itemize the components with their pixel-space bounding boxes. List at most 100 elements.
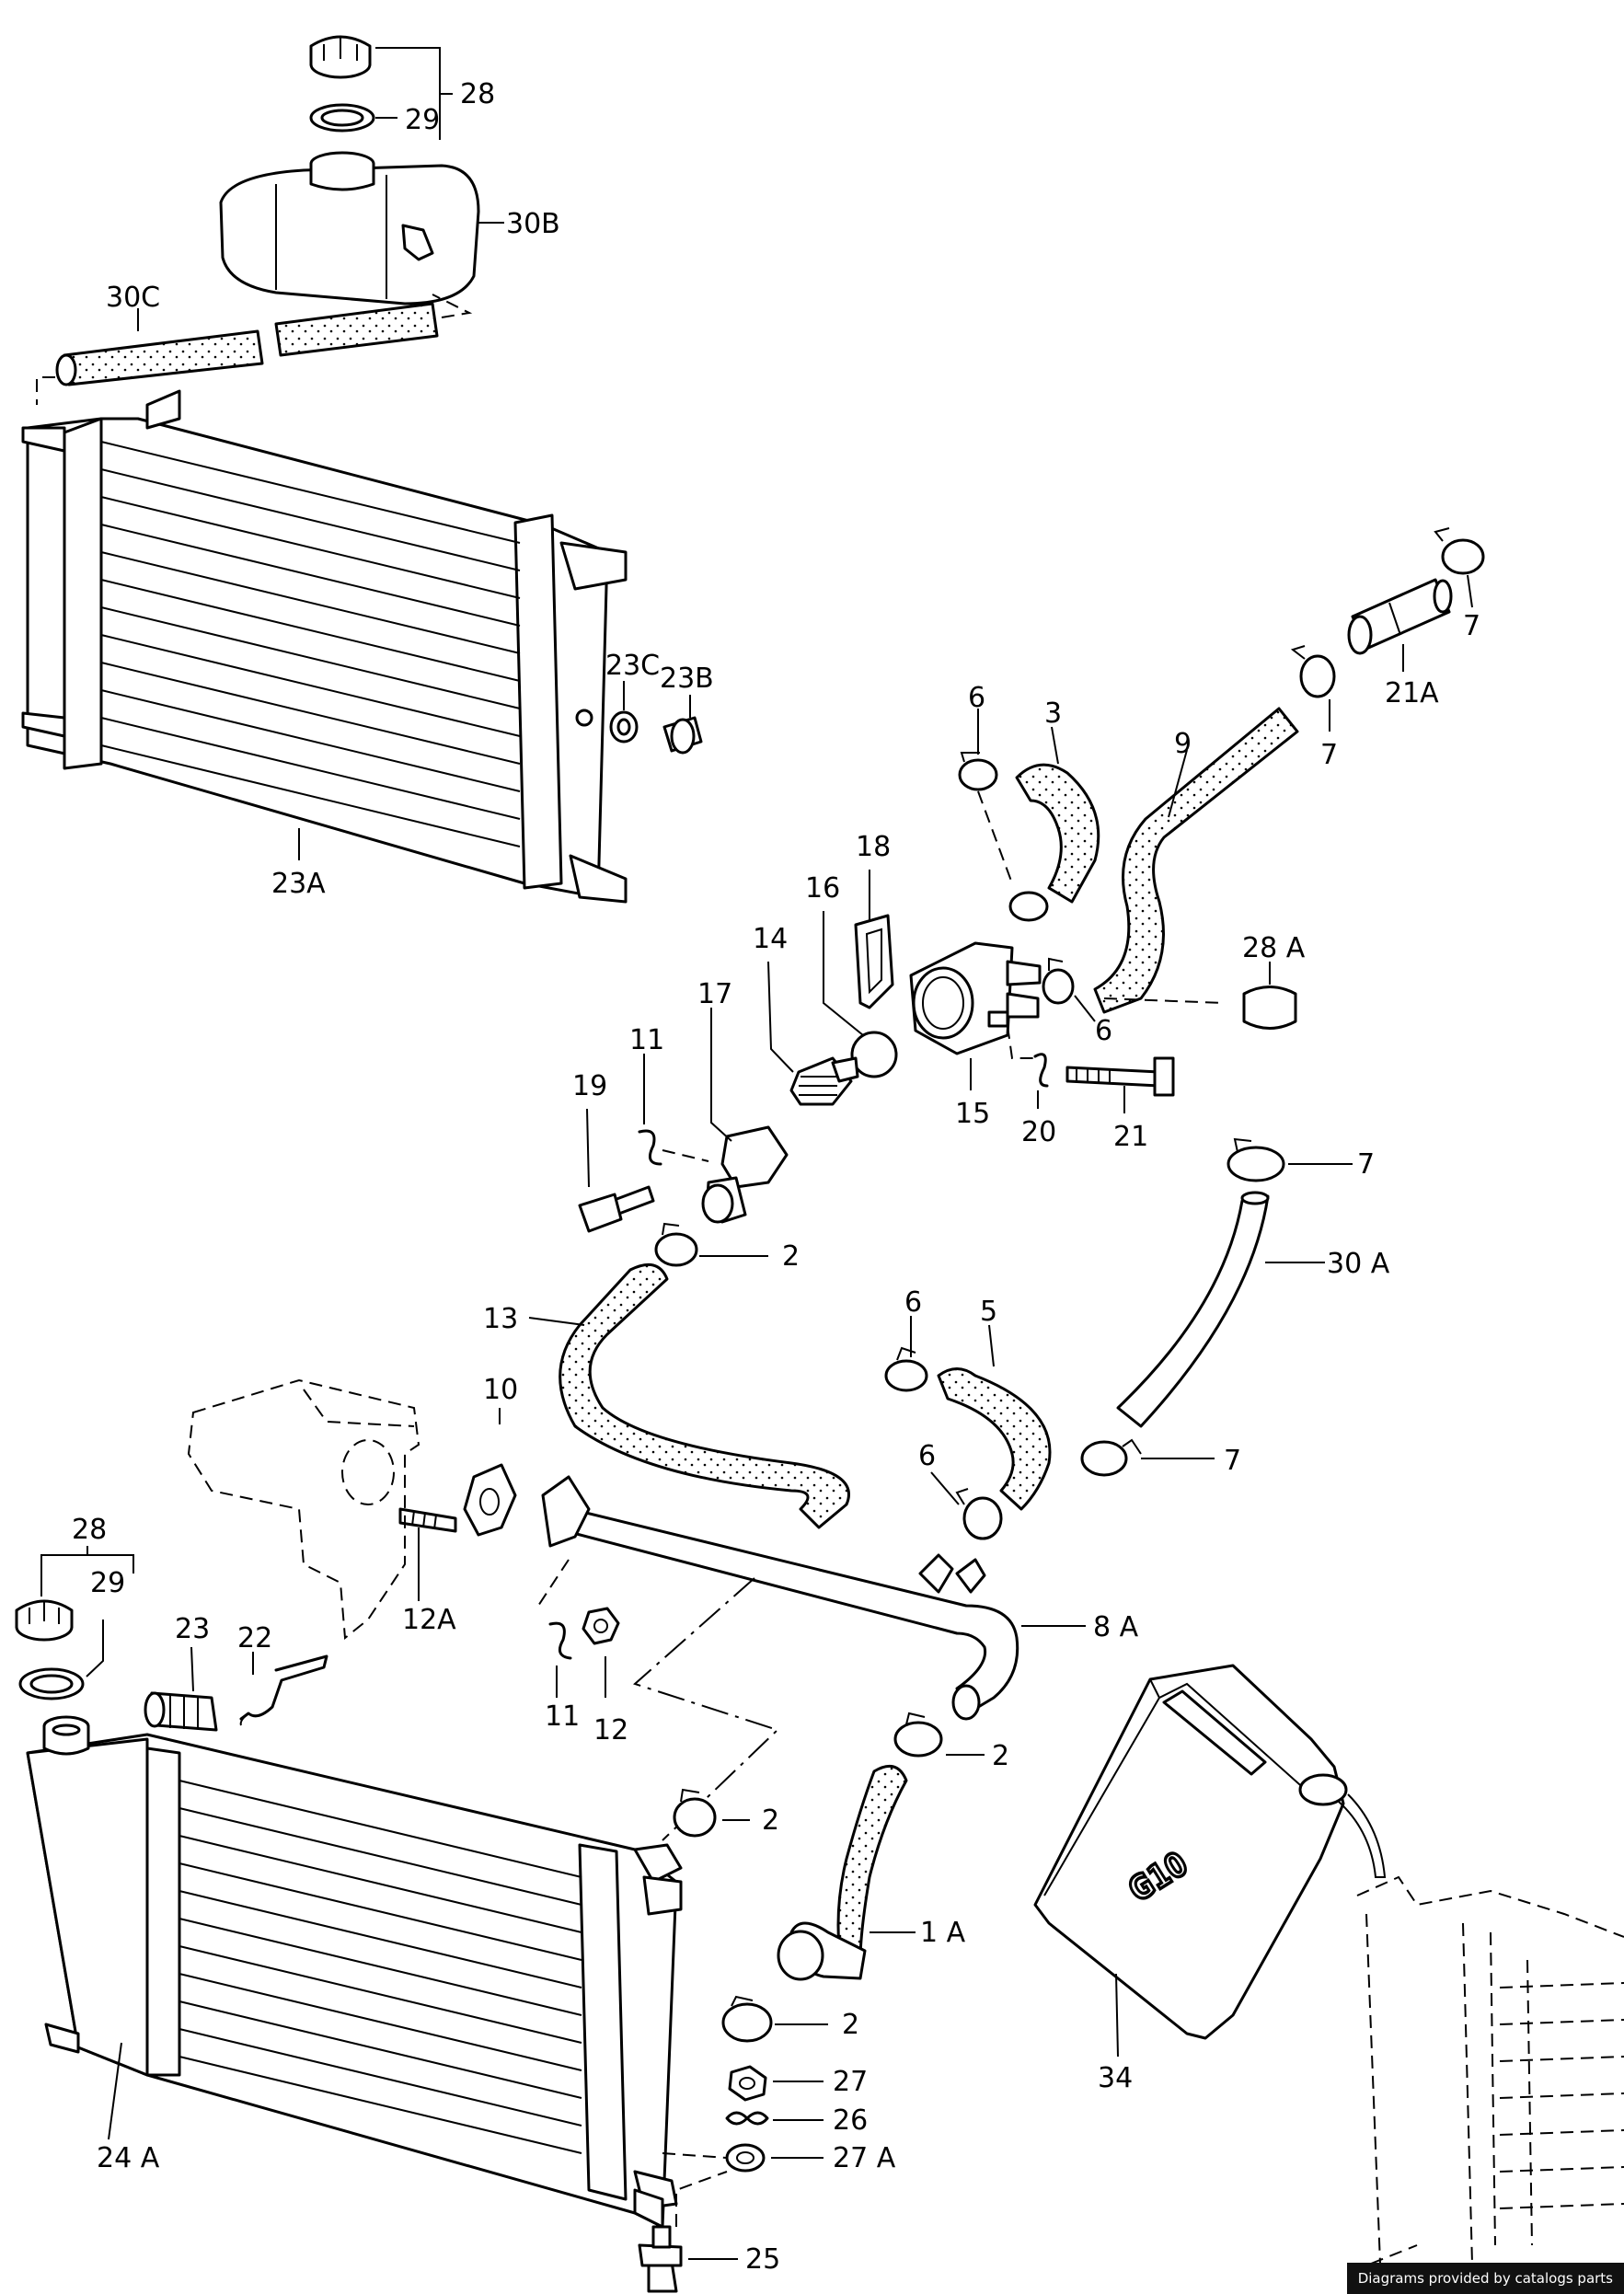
plug-23B — [662, 716, 703, 755]
leader-3 — [1051, 726, 1059, 765]
callout-12: 12 — [593, 1714, 628, 1746]
bolt-21 — [1065, 1056, 1175, 1097]
callout-7-c: 7 — [1357, 1148, 1375, 1181]
leader-17 — [710, 1008, 732, 1142]
gasket-10 — [463, 1463, 517, 1537]
callout-2-d: 2 — [842, 2009, 859, 2041]
leader-7-a — [1467, 574, 1473, 608]
callout-30B: 30B — [506, 208, 560, 240]
routing-line-6a — [977, 790, 1013, 884]
callout-21: 21 — [1113, 1121, 1148, 1153]
thermostat-housing-15 — [909, 941, 1042, 1055]
nut-27 — [728, 2065, 767, 2102]
routing-line-30C — [36, 294, 473, 405]
seal-23C — [609, 710, 639, 744]
leader-5 — [988, 1324, 995, 1367]
sender-23 — [144, 1691, 218, 1732]
center-line-8A — [633, 1577, 779, 1841]
callout-30A: 30 A — [1327, 1248, 1390, 1280]
clamp-2-c — [673, 1788, 717, 1838]
radiator-24A — [26, 1715, 683, 2229]
callout-13: 13 — [483, 1303, 518, 1335]
leader-24A — [108, 2042, 122, 2140]
callout-24A: 24 A — [97, 2142, 160, 2174]
callout-27: 27 — [833, 2066, 868, 2098]
callout-7-a: 7 — [1463, 610, 1480, 642]
gasket-18 — [854, 914, 894, 1009]
clamp-6-a2 — [1008, 891, 1049, 922]
leader-29-bottom — [86, 1620, 104, 1677]
clamp-7-b — [1290, 645, 1336, 698]
callout-23A: 23A — [271, 868, 326, 900]
washer-27A — [725, 2143, 766, 2173]
leader-13 — [528, 1317, 585, 1326]
callout-16: 16 — [805, 872, 840, 905]
callout-1A: 1 A — [920, 1917, 966, 1949]
callout-20: 20 — [1021, 1116, 1056, 1148]
callout-2-b: 2 — [992, 1740, 1009, 1772]
callout-23C: 23C — [605, 650, 660, 682]
o-ring-11-bottom — [548, 1621, 572, 1660]
leader-6-d — [930, 1471, 960, 1505]
callout-6-a: 6 — [968, 682, 985, 714]
callout-27A: 27 A — [833, 2142, 896, 2174]
engine-block-outline — [187, 1378, 420, 1640]
callout-7-b: 7 — [1320, 739, 1338, 771]
radiator-reference-outline — [1356, 1875, 1624, 2265]
callout-28-top: 28 — [460, 78, 495, 110]
radiator-23A — [21, 389, 628, 904]
callout-29-top: 29 — [405, 104, 440, 136]
routing-line-drain — [662, 2152, 728, 2227]
clamp-7-top — [1434, 527, 1485, 575]
leader-19 — [586, 1108, 590, 1188]
callout-9: 9 — [1174, 728, 1192, 760]
callout-25: 25 — [745, 2243, 780, 2276]
callout-28-bottom: 28 — [72, 1514, 107, 1546]
expansion-tank-cap-top — [309, 35, 372, 79]
callout-19: 19 — [572, 1070, 607, 1102]
callout-23: 23 — [175, 1613, 210, 1645]
hose-30A — [1116, 1191, 1270, 1428]
callout-26: 26 — [833, 2104, 868, 2137]
seal-ring-bottom — [18, 1667, 85, 1700]
expansion-tank — [219, 151, 480, 305]
bolt-19 — [578, 1185, 655, 1233]
bracket-28-29-top — [375, 47, 453, 140]
clamp-6-b — [1042, 957, 1075, 1005]
callout-34: 34 — [1098, 2062, 1133, 2094]
leader-34 — [1115, 1973, 1119, 2058]
callout-11-b: 11 — [545, 1700, 580, 1733]
callout-14: 14 — [753, 923, 788, 955]
o-ring-11-top — [638, 1129, 662, 1166]
callout-8A: 8 A — [1093, 1611, 1139, 1643]
clamp-2-d — [721, 1995, 773, 2043]
drain-plug-25 — [638, 2225, 683, 2293]
leader-9 — [1168, 749, 1188, 818]
cap-28A — [1242, 986, 1297, 1030]
bracket-28-29-bottom — [40, 1546, 134, 1574]
clamp-7-c — [1227, 1137, 1285, 1182]
leader-6-b — [1074, 995, 1096, 1022]
coolant-canister-34: G10 — [1033, 1664, 1387, 2040]
hose-1A — [777, 1764, 908, 1981]
callout-15: 15 — [955, 1098, 990, 1130]
callout-28A: 28 A — [1242, 932, 1306, 964]
seal-ring-16 — [850, 1031, 898, 1078]
clamp-6-c — [884, 1346, 928, 1392]
clamp-2-b — [893, 1712, 943, 1758]
leader-14 — [767, 961, 794, 1073]
clamp-6-d — [955, 1488, 1003, 1540]
callout-2-a: 2 — [782, 1240, 800, 1273]
callout-18: 18 — [856, 831, 891, 863]
clip-22 — [239, 1654, 328, 1726]
callout-6-b: 6 — [1095, 1015, 1112, 1047]
connector-pipe-21A — [1347, 578, 1453, 655]
callout-29-bottom: 29 — [90, 1567, 125, 1599]
callout-23B: 23B — [660, 663, 714, 695]
callout-6-c: 6 — [904, 1286, 922, 1319]
callout-17: 17 — [697, 978, 732, 1010]
hose-5 — [937, 1367, 1052, 1511]
callout-7-d: 7 — [1224, 1445, 1241, 1477]
routing-line-11b — [537, 1559, 570, 1607]
